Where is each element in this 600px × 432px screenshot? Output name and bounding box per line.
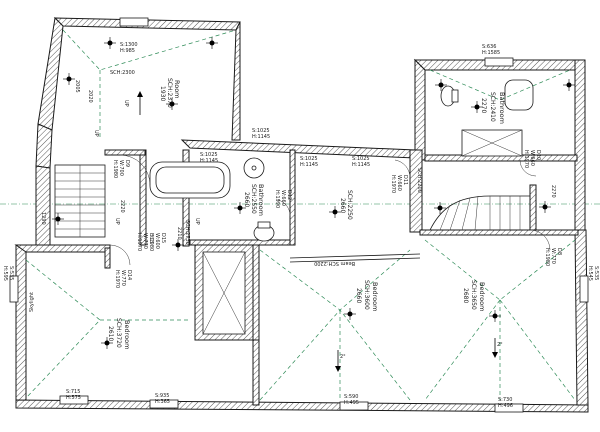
skylight-label: Skylight xyxy=(29,292,35,312)
basin xyxy=(243,157,265,179)
windows xyxy=(9,17,589,413)
room-name: Bedroom xyxy=(371,282,379,311)
stair-direction-label: UP xyxy=(123,100,129,107)
door-label: D9W:700H:1980 xyxy=(112,160,130,178)
level-label: 2270 xyxy=(550,185,556,198)
stair-direction-label: UP xyxy=(93,130,99,137)
stairs xyxy=(54,164,531,238)
room-name: Bedroom xyxy=(123,320,131,349)
slope-arrows xyxy=(137,91,498,372)
level-label: 2005 xyxy=(74,80,80,93)
ceiling-slope-lines xyxy=(25,29,576,401)
bathtub xyxy=(149,161,231,199)
ceiling-height-label: SCH:2300 xyxy=(110,70,135,76)
level-label: 1290 xyxy=(40,212,46,225)
door-label: D15W:600H:1980 xyxy=(148,233,166,251)
room-level: 2270 xyxy=(480,98,487,113)
door-label: D10W:660H:1970 xyxy=(523,150,541,168)
door-swings xyxy=(109,154,551,266)
stair-direction-label: UP xyxy=(194,218,200,225)
room-code: SCH:3600 xyxy=(363,280,370,310)
room-level: 2660 xyxy=(355,288,362,303)
door-label: D11W:660H:1970 xyxy=(390,175,408,193)
door-label: D13W:770H:1970 xyxy=(136,233,154,251)
slope-label: 2° xyxy=(340,354,346,360)
sill-height-label: S:535H:595 xyxy=(2,266,14,281)
interior-walls xyxy=(104,149,579,406)
door-label: D12W:660H:1990 xyxy=(274,190,292,208)
sill-height-label: S:535H:545 xyxy=(587,266,599,281)
ceiling-height-label: SCH:2730 xyxy=(184,220,190,245)
slope-label: 2° xyxy=(497,342,503,348)
ceiling-height-label: SCH:2200 xyxy=(416,168,422,193)
bathroom-fixtures xyxy=(149,79,534,242)
stair-direction-label: UP xyxy=(114,218,120,225)
level-label: 2220 xyxy=(119,200,125,213)
room-code: SCH:2550 xyxy=(250,184,257,214)
door-label: D8W:770H:1980 xyxy=(544,248,562,266)
room-level: 2660 xyxy=(243,192,250,207)
level-label: 2210 xyxy=(176,227,182,240)
room-name: Room xyxy=(173,80,181,99)
room-code: SCH:3720 xyxy=(115,318,122,348)
room-code: SCH:3650 xyxy=(470,280,477,310)
room-name: Bathroom xyxy=(257,184,265,216)
room-code: SCH:2370 xyxy=(166,78,173,108)
room-code: SCH:2410 xyxy=(489,92,496,122)
door-labels: D9W:700H:1980 D10W:660H:1970D11W:660H:197… xyxy=(112,150,562,288)
room-name: Bedroom xyxy=(478,282,486,311)
room-level: 2660 xyxy=(339,198,346,213)
room-level: 1930 xyxy=(159,86,166,101)
room-name: Bathroom xyxy=(498,92,506,124)
level-label: 2020 xyxy=(87,90,93,103)
room-code: SCH:2250 xyxy=(346,190,353,220)
level-markers xyxy=(52,37,575,349)
door-label: D14W:770H:1970 xyxy=(114,270,132,288)
beam-label: Beam SCH:2200 xyxy=(314,260,355,266)
room-level: 2610 xyxy=(107,326,114,341)
exterior-walls xyxy=(14,16,589,413)
room-level: 2680 xyxy=(462,288,469,303)
basin xyxy=(504,79,534,111)
